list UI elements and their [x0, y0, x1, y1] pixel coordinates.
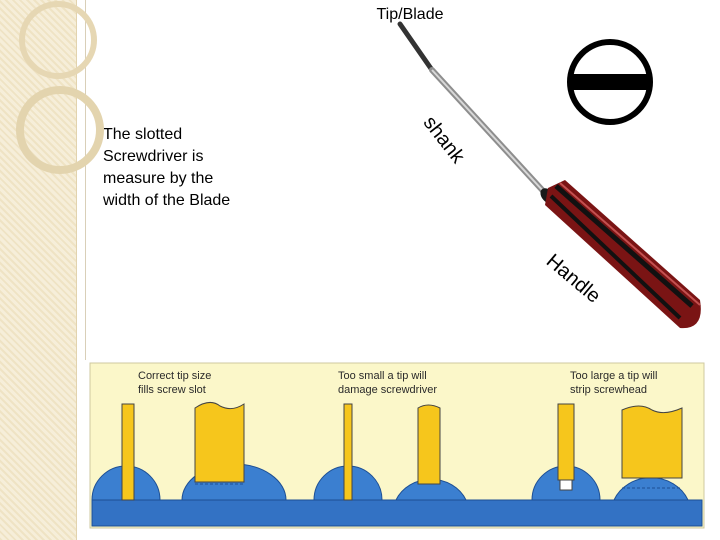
caption-too-large-line-2: strip screwhead	[570, 384, 648, 396]
blade-front-1	[194, 402, 245, 483]
panel-base	[91, 499, 703, 527]
slotted-screw-head-icon	[567, 39, 653, 125]
caption-correct: Correct tip size fills screw slot	[138, 369, 211, 397]
caption-too-small-line-1: Too small a tip will	[338, 370, 427, 382]
too-large-group	[531, 403, 689, 501]
decor-ring-1	[19, 1, 97, 79]
caption-too-large-line-1: Too large a tip will	[570, 370, 658, 382]
handle-groove-1	[554, 184, 694, 308]
gap-side-3	[559, 479, 573, 491]
blade-side-3	[557, 403, 575, 481]
screwdriver-handle	[545, 180, 701, 329]
screwdriver-illustration	[397, 21, 701, 329]
description-line-4: width of the Blade	[103, 192, 231, 209]
description-line-2: Screwdriver is	[103, 148, 204, 165]
blade-side-2	[343, 403, 353, 501]
description-line-3: measure by the	[103, 170, 214, 187]
caption-correct-line-1: Correct tip size	[138, 370, 212, 382]
caption-too-small: Too small a tip will damage screwdriver	[338, 369, 437, 397]
decor-ring-2	[16, 86, 104, 174]
caption-too-small-line-2: damage screwdriver	[338, 384, 438, 396]
description-line-1: The slotted	[103, 126, 183, 143]
tip-blade-label: Tip/Blade	[376, 6, 444, 23]
correct-fit-group	[91, 402, 287, 501]
handle-groove-2	[549, 194, 682, 320]
blade-front-3	[621, 405, 683, 479]
handle-highlight	[559, 182, 701, 306]
description-text: The slotted Screwdriver is measure by th…	[103, 124, 273, 212]
blade-side-1	[121, 403, 135, 501]
shank-highlight	[431, 69, 557, 206]
caption-correct-line-2: fills screw slot	[138, 384, 206, 396]
divider-line	[85, 0, 86, 360]
too-small-group	[313, 403, 467, 501]
caption-too-large: Too large a tip will strip screwhead	[570, 369, 657, 397]
blade-front-2	[417, 404, 441, 485]
tip-size-panel	[89, 362, 705, 529]
screwdriver-tip	[397, 21, 435, 73]
